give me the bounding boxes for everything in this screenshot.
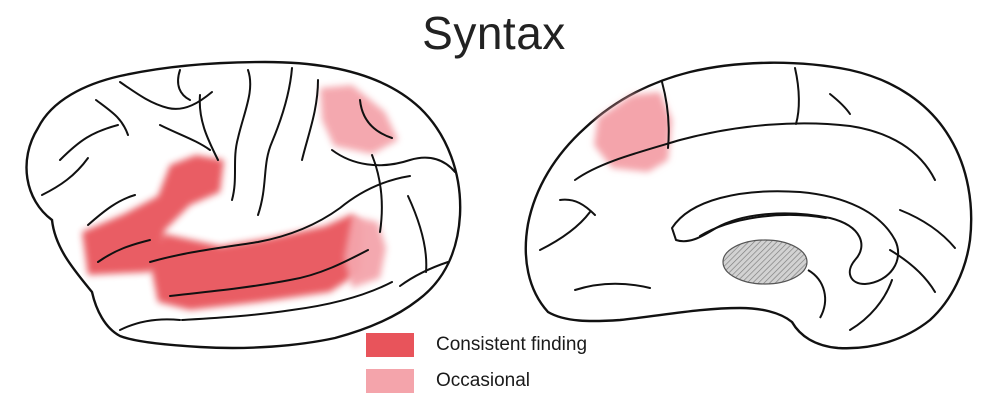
- medial-brain-outline: [526, 63, 971, 349]
- legend-swatch-occasional: [366, 369, 414, 393]
- lateral-brain-outline: [27, 62, 461, 348]
- legend-swatch-consistent: [366, 333, 414, 357]
- legend-label-consistent: Consistent finding: [436, 334, 587, 356]
- medial-brain-view: [526, 63, 971, 349]
- lateral-brain-view: [27, 62, 461, 348]
- legend-item-consistent: Consistent finding: [366, 333, 587, 357]
- legend-item-occasional: Occasional: [366, 369, 530, 393]
- legend-label-occasional: Occasional: [436, 370, 530, 392]
- thalamus-region: [723, 240, 807, 284]
